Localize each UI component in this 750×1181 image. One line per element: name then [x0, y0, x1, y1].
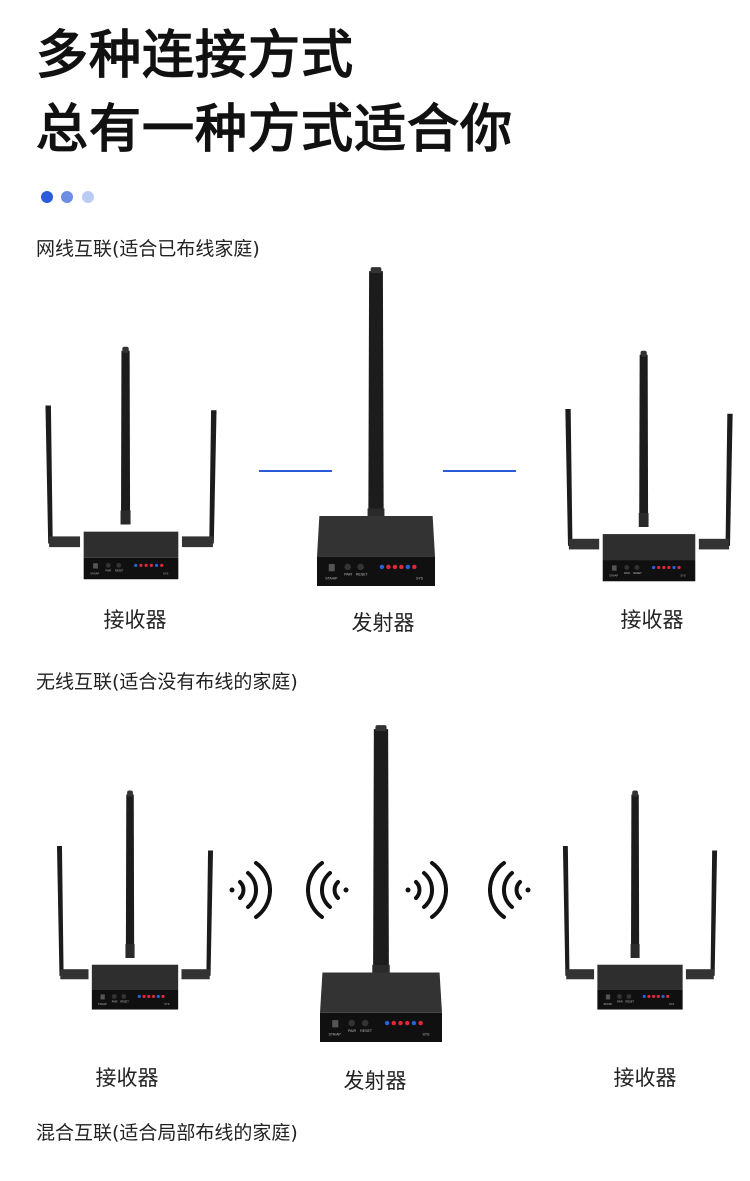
svg-text:STA/AP: STA/AP [609, 574, 618, 578]
receiver-device-image: STA/AP PAIR RESET SYS [45, 346, 217, 580]
wifi-signal-icon [229, 861, 272, 919]
wifi-signal-icon [405, 861, 448, 919]
cable-line [259, 470, 332, 472]
svg-text:PAIR: PAIR [348, 1029, 356, 1033]
wifi-signal-icon [306, 861, 349, 919]
device-label-receiver: 接收器 [95, 1066, 159, 1090]
wifi-signal-icon [488, 861, 531, 919]
section-label-wireless: 无线互联(适合没有布线的家庭) [36, 671, 298, 693]
svg-text:PAIR: PAIR [624, 571, 630, 575]
svg-text:RESET: RESET [356, 573, 369, 577]
svg-text:SYS: SYS [422, 1033, 430, 1037]
svg-text:RESET: RESET [120, 999, 129, 1003]
svg-text:SYS: SYS [416, 577, 424, 581]
device-label-transmitter: 发射器 [343, 1069, 407, 1093]
receiver-device-image: STA/AP PAIR RESET SYS [565, 350, 733, 582]
headline-line-2: 总有一种方式适合你 [36, 100, 514, 160]
svg-text:STA/AP: STA/AP [98, 1002, 107, 1006]
device-label-receiver: 接收器 [613, 1066, 677, 1090]
svg-text:STA/AP: STA/AP [329, 1033, 342, 1037]
pagination-dot [61, 191, 73, 203]
device-label-receiver: 接收器 [103, 608, 167, 632]
headline-line-1: 多种连接方式 [36, 26, 355, 86]
section-label-wired: 网线互联(适合已布线家庭) [36, 238, 260, 260]
transmitter-device-image: STA/AP PAIR RESET SYS [317, 267, 435, 586]
svg-text:STA/AP: STA/AP [603, 1002, 612, 1006]
svg-text:SYS: SYS [680, 574, 685, 578]
cable-line [443, 470, 516, 472]
svg-text:SYS: SYS [669, 1002, 674, 1006]
svg-text:PAIR: PAIR [344, 573, 352, 577]
svg-text:SYS: SYS [164, 1002, 169, 1006]
svg-text:PAIR: PAIR [112, 999, 118, 1003]
device-label-transmitter: 发射器 [351, 611, 415, 635]
svg-text:PAIR: PAIR [617, 999, 623, 1003]
svg-text:SYS: SYS [163, 572, 168, 576]
svg-text:RESET: RESET [360, 1029, 373, 1033]
svg-text:RESET: RESET [626, 999, 635, 1003]
pagination-dot [41, 191, 53, 203]
svg-text:STA/AP: STA/AP [90, 572, 99, 576]
device-label-receiver: 接收器 [620, 608, 684, 632]
receiver-device-image: STA/AP PAIR RESET SYS [56, 790, 214, 1010]
transmitter-device-image: STA/AP PAIR RESET SYS [320, 725, 442, 1042]
svg-text:RESET: RESET [115, 569, 124, 573]
svg-text:PAIR: PAIR [105, 569, 111, 573]
svg-text:RESET: RESET [633, 571, 642, 575]
receiver-device-image: STA/AP PAIR RESET SYS [562, 790, 718, 1010]
section-label-hybrid: 混合互联(适合局部布线的家庭) [36, 1122, 298, 1144]
pagination-dot [82, 191, 94, 203]
svg-text:STA/AP: STA/AP [325, 577, 338, 581]
